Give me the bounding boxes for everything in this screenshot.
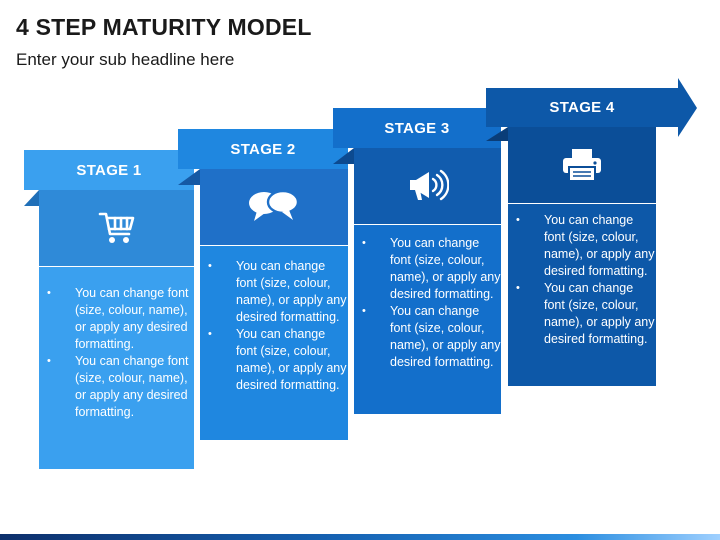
slide-title: 4 STEP MATURITY MODEL [16,14,312,40]
stage-2-text-panel: You can change font (size, colour, name)… [200,246,348,440]
stage-4-bullet: You can change font (size, colour, name)… [516,280,656,348]
stage-4-band: STAGE 4 [486,88,678,127]
speech-bubbles-icon [249,189,300,221]
stage-3-fold [333,148,354,164]
stage-3-label: STAGE 3 [384,119,450,137]
stage-1-text-panel: You can change font (size, colour, name)… [39,267,194,469]
slide-subtitle: Enter your sub headline here [16,50,235,69]
stage-3-icon-panel [354,148,501,224]
printer-icon [563,149,601,182]
shopping-cart-icon [98,212,134,243]
stage-3-band: STAGE 3 [333,108,501,148]
stage-3-text-panel: You can change font (size, colour, name)… [354,225,501,414]
stage-1-bullet: You can change font (size, colour, name)… [47,353,194,421]
stage-3-bullet: You can change font (size, colour, name)… [362,303,501,371]
stage-2-fold [178,169,200,185]
stage-2-bullet: You can change font (size, colour, name)… [208,258,348,326]
stage-1-bullet: You can change font (size, colour, name)… [47,285,194,353]
stage-4-label: STAGE 4 [549,99,615,116]
stage-1-fold [24,190,39,206]
stage-1-band: STAGE 1 [24,150,194,190]
stage-2-label: STAGE 2 [230,140,296,158]
stage-4-fold [486,127,508,141]
megaphone-icon [409,169,449,201]
stage-1-label: STAGE 1 [76,161,142,179]
stage-4-icon-panel [508,127,656,203]
bottom-accent-bar [0,534,720,540]
stage-2-bullet: You can change font (size, colour, name)… [208,326,348,394]
stage-1-icon-panel [39,190,194,266]
stage-2-icon-panel [200,169,348,245]
stage-2-band: STAGE 2 [178,129,348,169]
stage-3-bullet: You can change font (size, colour, name)… [362,235,501,303]
stage-4-bullet: You can change font (size, colour, name)… [516,212,656,280]
stage-4-arrow-band [486,78,697,137]
stage-4-text-panel: You can change font (size, colour, name)… [508,204,656,386]
